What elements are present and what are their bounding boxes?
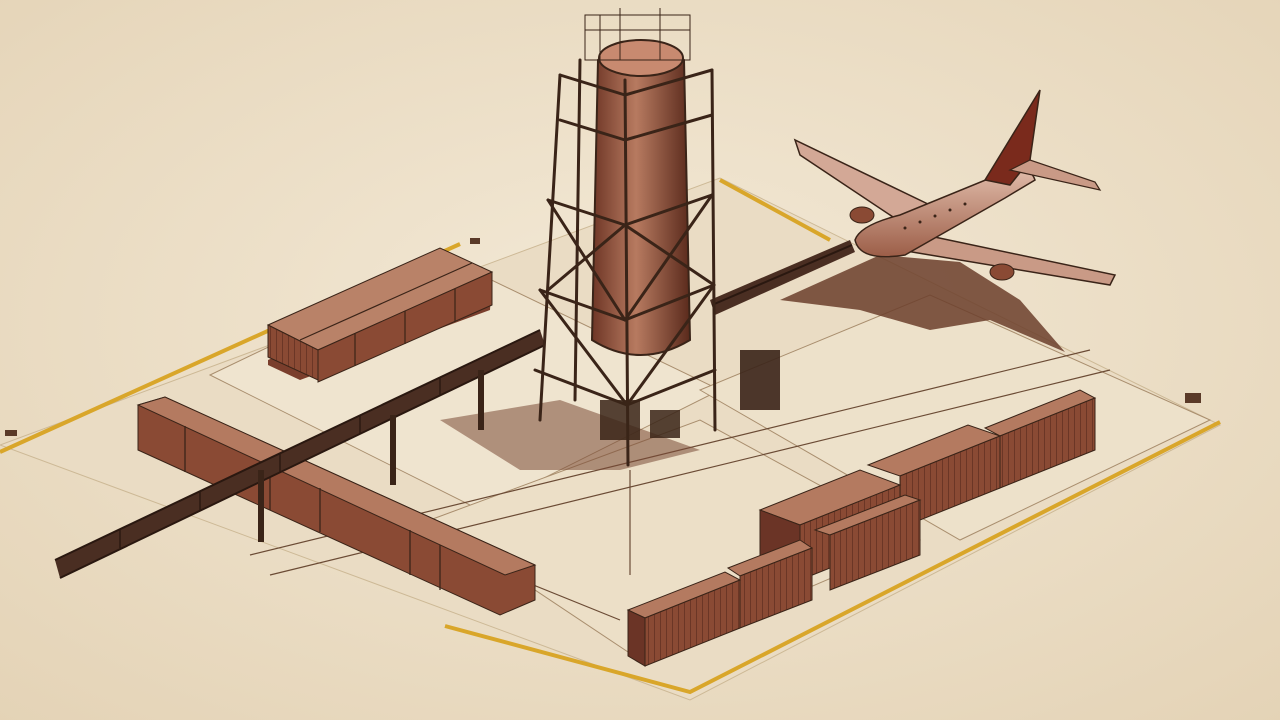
container-stack-southeast (626, 389, 1097, 667)
airplane-shadow (780, 255, 1065, 352)
tower-shadow (440, 400, 700, 470)
container-stack-northwest (266, 247, 494, 383)
container (726, 539, 814, 629)
conveyor-support (478, 370, 484, 430)
conveyor-support (258, 470, 264, 542)
container-stack-west (136, 396, 537, 616)
airplane-engine-left (849, 206, 875, 224)
platform-stripe-top (719, 178, 831, 242)
silo-dome (598, 39, 684, 77)
silo-tower (533, 8, 780, 467)
container (626, 571, 742, 667)
container (813, 494, 922, 591)
airplane (793, 89, 1117, 286)
airplane-engine-right (989, 263, 1015, 281)
platform-stripe-right (444, 420, 1221, 695)
conveyor-belt (54, 240, 855, 579)
conveyor-support (390, 415, 396, 485)
airplane-stabilizer (1008, 159, 1102, 191)
